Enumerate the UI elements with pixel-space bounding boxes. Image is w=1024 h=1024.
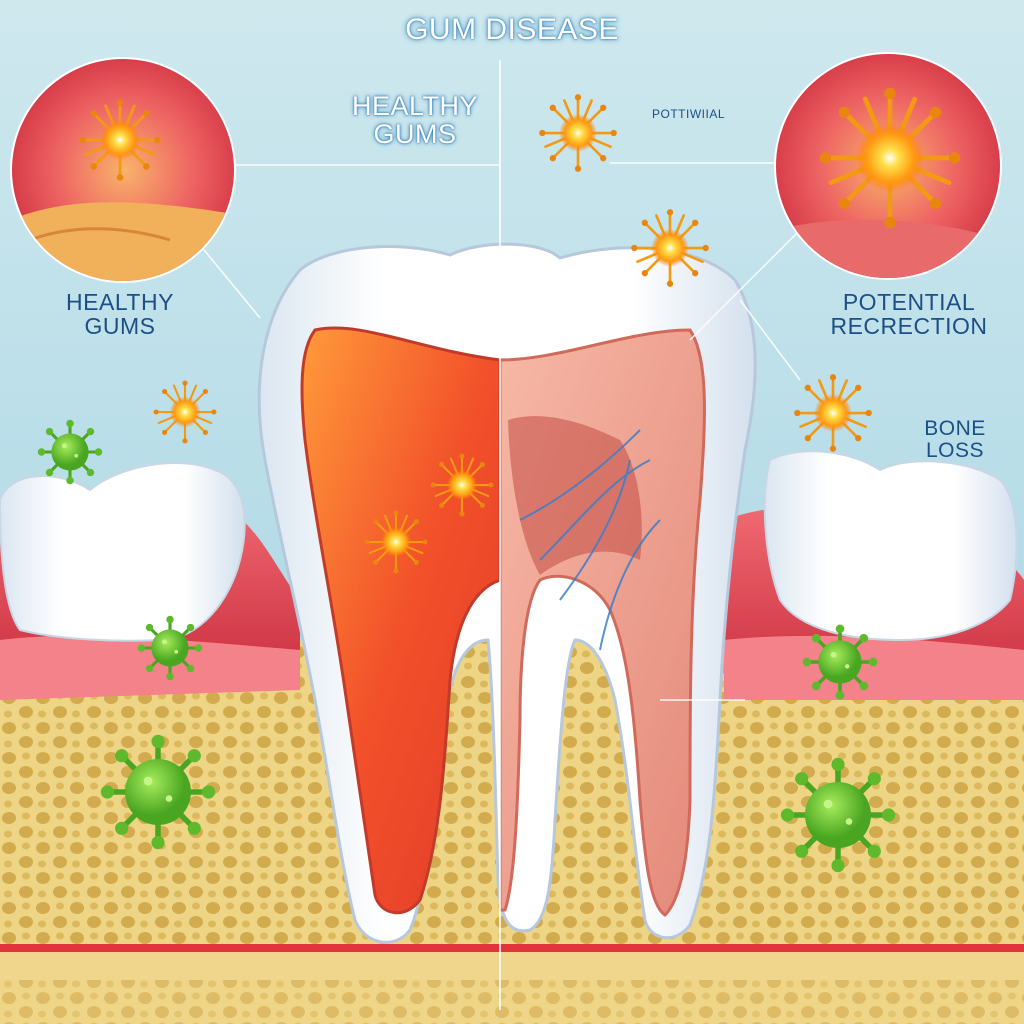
diagram-title: GUM DISEASE: [405, 13, 619, 46]
label-potential-line2: RECRECTION: [830, 313, 988, 340]
label-potential-small: POTTIWIIAL: [652, 107, 726, 121]
label-healthy-gums-top: HEALTHY GUMS: [330, 92, 500, 149]
neighbor-tooth-left: [0, 461, 246, 642]
label-healthy-top-line1: HEALTHY: [351, 91, 479, 121]
label-healthy-top-line2: GUMS: [373, 119, 457, 150]
neighbor-tooth-right: [763, 450, 1018, 642]
magnified-inset-right: [774, 52, 1002, 280]
label-potential-line1: POTENTIAL: [842, 289, 976, 315]
label-bone-line1: BONE: [924, 417, 986, 440]
label-healthy-gums-left: HEALTHY GUMS: [40, 290, 200, 338]
label-bone-loss: BONE LOSS: [910, 417, 1000, 463]
label-healthy-left-line2: GUMS: [84, 313, 156, 340]
label-bone-line2: LOSS: [925, 439, 985, 463]
label-potential-recrection: POTENTIAL RECRECTION: [814, 290, 1004, 338]
label-healthy-left-line1: HEALTHY: [66, 289, 174, 315]
molar-cross-section: [257, 60, 757, 1010]
connector-lines: [199, 162, 801, 701]
